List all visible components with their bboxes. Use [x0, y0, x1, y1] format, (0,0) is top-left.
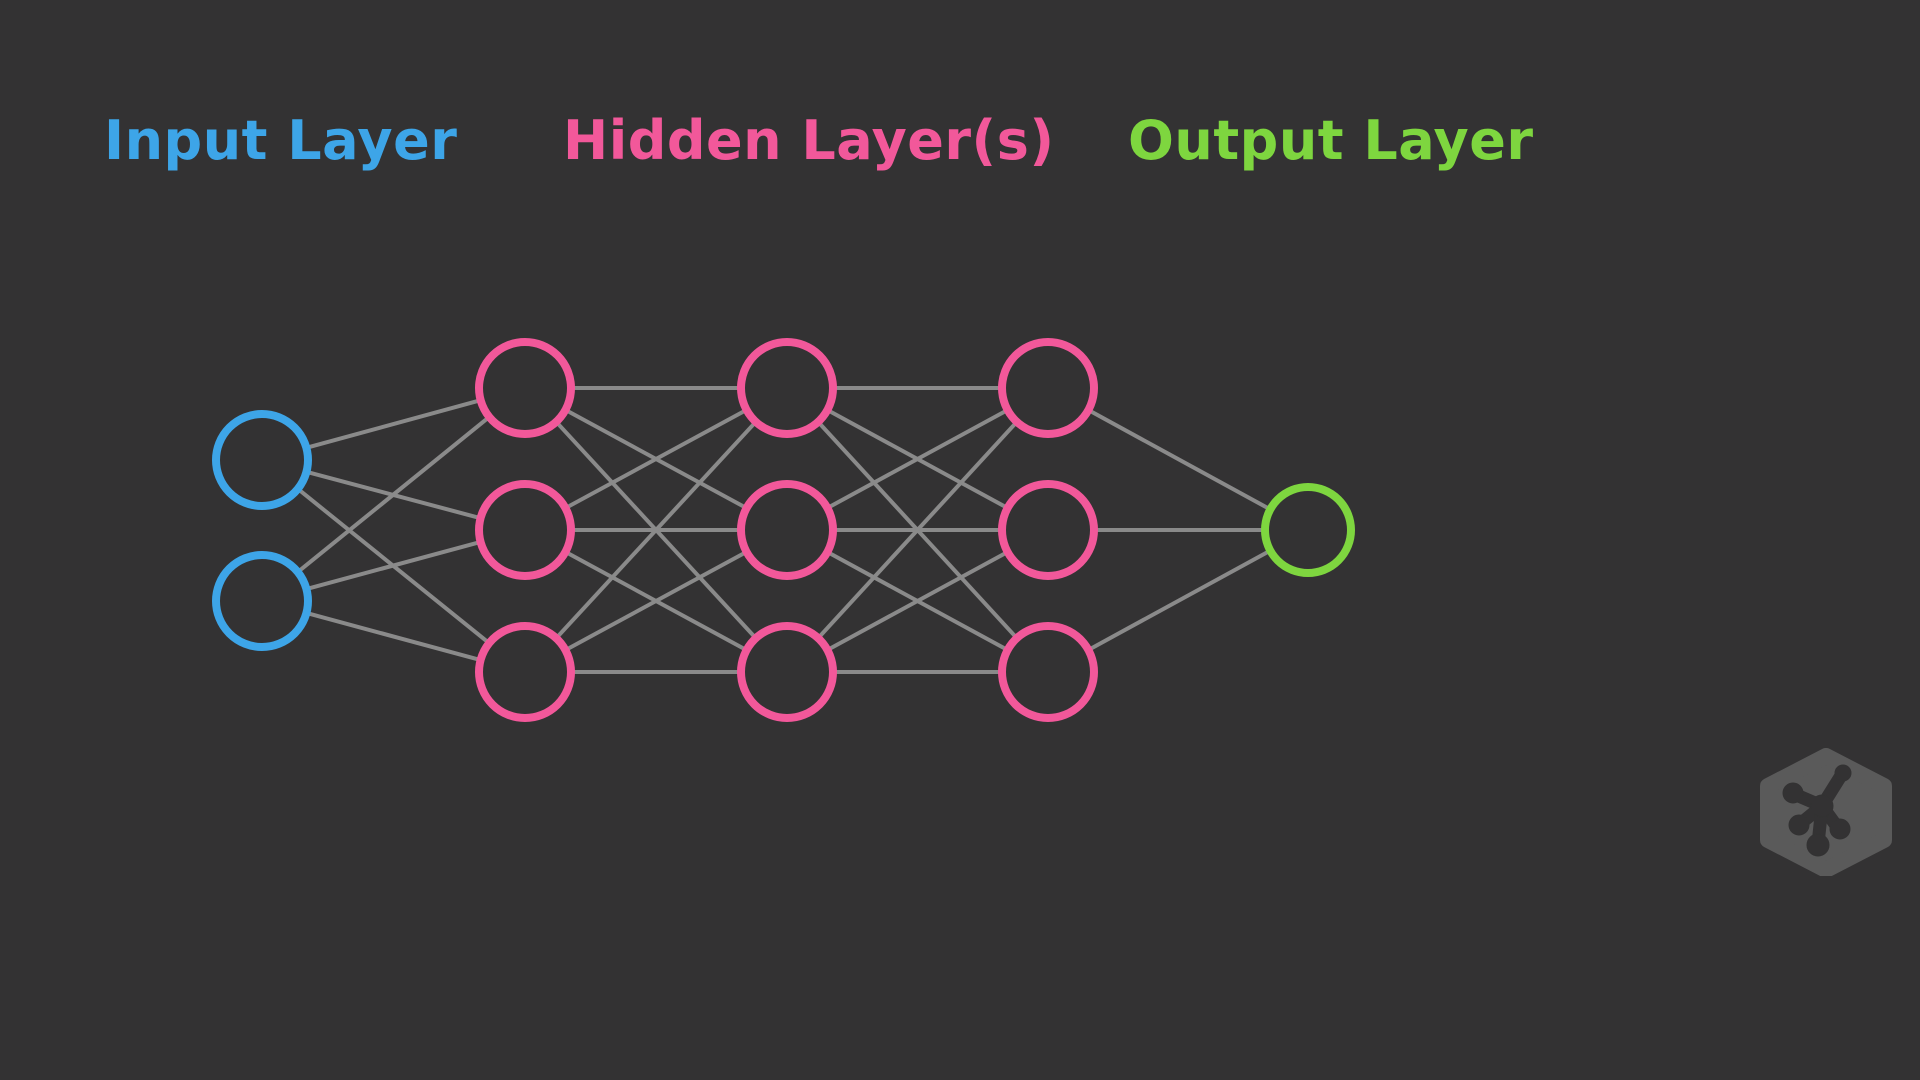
connection-line [554, 420, 758, 640]
neuron-node-hidden [475, 622, 575, 722]
neuron-node-output [1261, 483, 1355, 577]
connection-line [305, 398, 482, 450]
neuron-node-input [212, 551, 312, 651]
neuron-node-hidden [998, 338, 1098, 438]
connection-line [1087, 548, 1272, 652]
connection-line [1087, 408, 1272, 512]
neuron-node-hidden [737, 480, 837, 580]
connection-line [826, 550, 1009, 652]
hexagon-neuron-logo-icon [1760, 748, 1892, 876]
neuron-node-hidden [475, 480, 575, 580]
layer-label-hidden: Hidden Layer(s) [563, 109, 1055, 172]
neuron-node-hidden [998, 480, 1098, 580]
nodes-group [212, 338, 1355, 722]
connection-line [305, 540, 482, 591]
connection-line [305, 611, 482, 662]
neuron-node-hidden [475, 338, 575, 438]
neuron-node-hidden [998, 622, 1098, 722]
layer-label-input: Input Layer [104, 109, 458, 172]
connection-line [826, 408, 1009, 510]
connection-line [564, 550, 748, 652]
connection-line [564, 408, 748, 510]
neuron-node-hidden [737, 338, 837, 438]
neuron-node-input [212, 410, 312, 510]
neuron-node-hidden [737, 622, 837, 722]
connections-group [296, 386, 1272, 674]
connection-line [816, 420, 1019, 640]
connection-line [296, 415, 491, 574]
layer-label-output: Output Layer [1128, 109, 1534, 172]
